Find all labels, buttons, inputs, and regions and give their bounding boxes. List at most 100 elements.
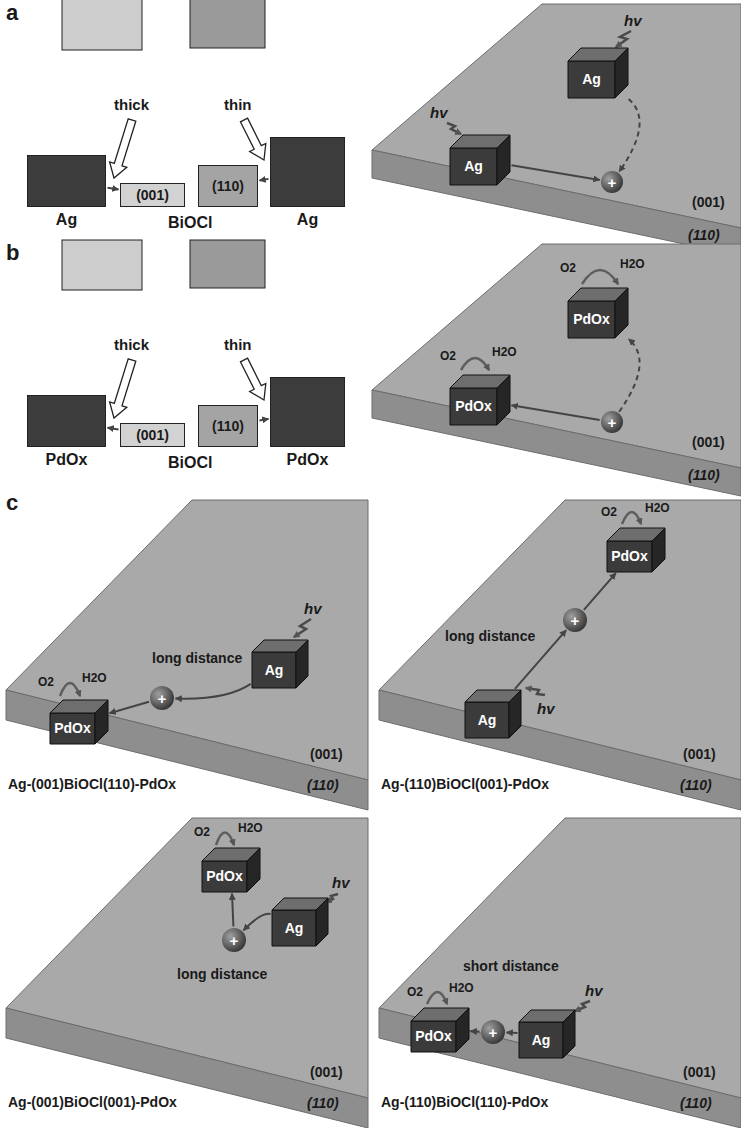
barrier-label: thin bbox=[224, 96, 252, 113]
hole-sphere: + bbox=[563, 608, 587, 632]
photon-label: hv bbox=[585, 982, 603, 999]
panel-caption: Ag-(001)BiOCl(001)-PdOx bbox=[8, 1094, 177, 1110]
particle-label: PdOx bbox=[206, 868, 243, 884]
species-label: O2 bbox=[38, 676, 54, 690]
plate-side-face bbox=[6, 690, 368, 810]
cube-side-face bbox=[95, 700, 108, 744]
cube-side-face bbox=[497, 375, 510, 425]
plate-side-face bbox=[372, 390, 741, 496]
panel-letter: c bbox=[6, 490, 18, 515]
transfer-arrow bbox=[175, 684, 250, 699]
barrier-label: thin bbox=[224, 336, 252, 353]
shape-outline bbox=[370, 4, 741, 260]
cube-side-face bbox=[615, 288, 628, 338]
transfer-arrow bbox=[511, 165, 599, 180]
crystal-plate: (001) (110) PdOx + Ag bbox=[375, 500, 741, 814]
species-label: O2 bbox=[560, 262, 576, 276]
transfer-arrow bbox=[243, 914, 270, 931]
hole-sphere: + bbox=[222, 928, 246, 952]
cube-front-face bbox=[450, 388, 497, 425]
transfer-arrow bbox=[506, 1031, 517, 1033]
conduction-band bbox=[190, 0, 265, 48]
particle-label: PdOx bbox=[611, 548, 648, 564]
cube-side-face bbox=[509, 690, 521, 738]
plate-side-face bbox=[372, 150, 741, 256]
panel-caption: Ag-(110)BiOCl(110)-PdOx bbox=[381, 1094, 548, 1110]
particle-cube: Ag bbox=[519, 1010, 575, 1058]
reaction-arrow bbox=[427, 992, 447, 1004]
transfer-arrow bbox=[511, 405, 599, 420]
photon-label: hv bbox=[430, 104, 448, 121]
particle-label: Ag bbox=[478, 712, 497, 728]
distance-label: long distance bbox=[445, 628, 535, 644]
barrier-label: thick bbox=[114, 96, 149, 113]
callout-arrow bbox=[240, 358, 265, 400]
facet-label: (001) bbox=[310, 1064, 343, 1080]
particle-cube: Ag bbox=[252, 640, 308, 688]
hole-sphere: + bbox=[601, 411, 623, 433]
charge-sign: + bbox=[230, 933, 239, 948]
facet-label: (110) bbox=[680, 777, 712, 793]
transfer-arrow bbox=[259, 419, 268, 421]
cube-front-face bbox=[450, 148, 497, 185]
cube-front-face bbox=[252, 652, 296, 688]
cube-side-face bbox=[652, 528, 665, 572]
facet-label: (110) bbox=[680, 1095, 712, 1111]
light-bolt bbox=[294, 619, 311, 637]
photon-label: hv bbox=[304, 600, 322, 617]
plate-top-face bbox=[6, 818, 368, 1098]
reaction-arrow bbox=[582, 270, 618, 284]
transfer-arrow bbox=[107, 188, 118, 190]
transfer-arrow bbox=[107, 428, 118, 430]
cube-front-face bbox=[272, 910, 316, 946]
light-bolt bbox=[575, 1001, 590, 1011]
cube-front-face bbox=[519, 1022, 563, 1058]
transfer-arrow bbox=[259, 179, 268, 181]
photon-label: hv bbox=[624, 12, 642, 29]
distance-label: long distance bbox=[152, 650, 242, 666]
transfer-arrow bbox=[109, 702, 149, 713]
facet-label: (110) bbox=[307, 777, 339, 793]
facet-label: (001) bbox=[692, 194, 725, 210]
material-label: PdOx bbox=[287, 451, 329, 469]
particle-cube: PdOx bbox=[450, 375, 510, 425]
shape-outline bbox=[375, 500, 741, 814]
particle-label: Ag bbox=[265, 662, 284, 678]
particle-cube: Ag bbox=[568, 48, 628, 98]
charge-sign: + bbox=[158, 691, 167, 706]
conduction-band bbox=[190, 240, 265, 288]
cube-side-face bbox=[296, 640, 308, 688]
plate-top-face bbox=[379, 818, 741, 1098]
conduction-band bbox=[62, 240, 142, 290]
facet-label: (001) bbox=[136, 187, 169, 203]
hole-sphere: + bbox=[481, 1020, 505, 1044]
particle-cube: PdOx bbox=[50, 700, 108, 744]
facet-band-box: (001) bbox=[120, 183, 185, 207]
cube-side-face bbox=[316, 898, 328, 946]
species-label: H2O bbox=[82, 672, 107, 686]
panel-caption: Ag-(001)BiOCl(110)-PdOx bbox=[8, 776, 176, 792]
distance-label: long distance bbox=[177, 966, 267, 982]
facet-label: (001) bbox=[683, 746, 716, 762]
metal-band-block: Ag bbox=[27, 155, 106, 207]
species-label: H2O bbox=[238, 822, 263, 836]
material-label: Ag bbox=[56, 211, 77, 229]
particle-label: PdOx bbox=[54, 720, 91, 736]
particle-label: PdOx bbox=[415, 1028, 452, 1044]
crystal-plate: (001)(110)AgAg+ bbox=[370, 4, 741, 260]
particle-label: Ag bbox=[285, 920, 304, 936]
cube-front-face bbox=[607, 541, 652, 572]
shape-outline bbox=[370, 244, 741, 500]
particle-label: PdOx bbox=[573, 311, 610, 327]
hole-sphere: + bbox=[601, 171, 623, 193]
facet-label: (001) bbox=[136, 427, 169, 443]
species-label: H2O bbox=[449, 982, 474, 996]
plate-top-face bbox=[379, 500, 741, 780]
species-label: H2O bbox=[620, 258, 645, 272]
cube-side-face bbox=[563, 1010, 575, 1058]
charge-sign: + bbox=[571, 613, 580, 628]
particle-cube: PdOx bbox=[568, 288, 628, 338]
panel-letter: a bbox=[6, 0, 18, 25]
facet-band-box: (110) bbox=[198, 405, 258, 447]
callout-arrow bbox=[240, 118, 265, 160]
